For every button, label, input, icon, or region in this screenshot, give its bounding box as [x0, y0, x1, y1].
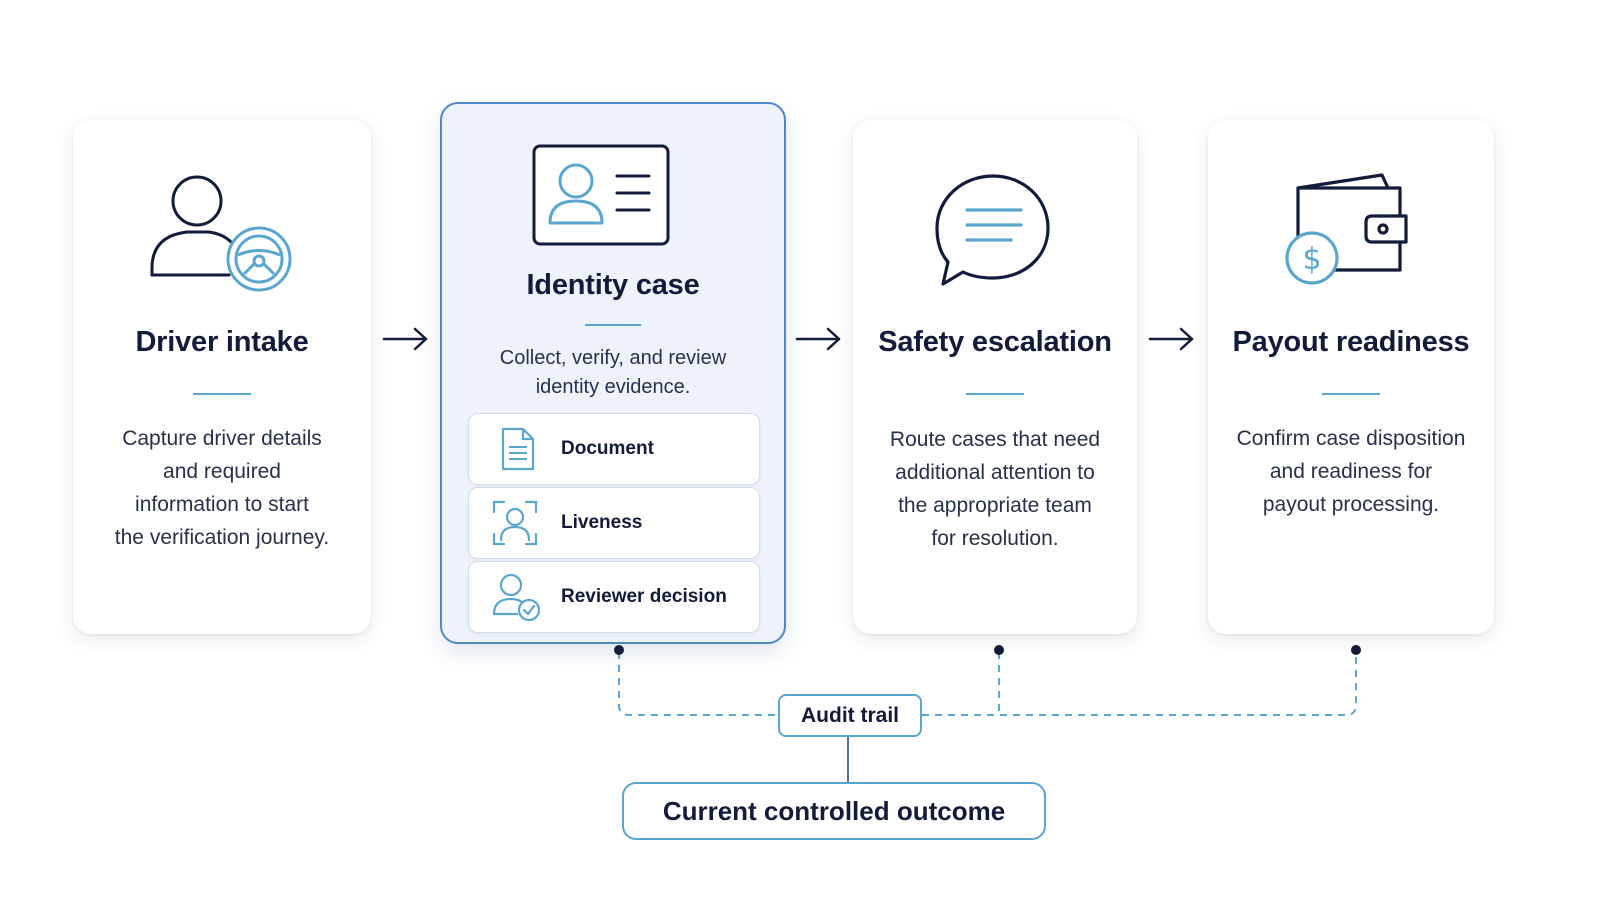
- id-card-icon: [532, 144, 670, 246]
- driver-steering-wheel-icon: [150, 175, 292, 292]
- flow-arrow-icon: [795, 327, 841, 351]
- title-divider: [1322, 393, 1380, 395]
- stage-title: Payout readiness: [1232, 326, 1470, 358]
- stage-title: Identity case: [526, 269, 700, 301]
- step-liveness[interactable]: Liveness: [468, 487, 760, 559]
- step-label: Reviewer decision: [561, 586, 727, 607]
- stage-title: Driver intake: [135, 326, 309, 358]
- step-label: Document: [561, 438, 654, 459]
- document-icon: [501, 427, 535, 471]
- svg-text:$: $: [1302, 242, 1321, 277]
- flow-arrow-icon: [382, 327, 428, 351]
- audit-trail-box[interactable]: Audit trail: [778, 694, 922, 737]
- user-check-icon: [492, 573, 541, 622]
- step-reviewer-decision[interactable]: Reviewer decision: [468, 561, 760, 633]
- stage-card-payout-readiness[interactable]: $ Payout readiness Confirm case disposit…: [1208, 120, 1494, 634]
- stage-card-identity-case[interactable]: Identity case Collect, verify, and revie…: [440, 102, 786, 644]
- current-controlled-outcome-box[interactable]: Current controlled outcome: [622, 782, 1046, 840]
- step-label: Liveness: [561, 512, 643, 533]
- stage-description: Route cases that need additional attenti…: [889, 428, 1101, 550]
- chat-bubble-icon: [935, 174, 1050, 286]
- stage-description: Collect, verify, and review identity evi…: [499, 347, 727, 398]
- stage-title: Safety escalation: [878, 326, 1112, 358]
- stage-description: Confirm case disposition and readiness f…: [1236, 427, 1466, 516]
- stage-description: Capture driver details and required info…: [114, 427, 330, 549]
- step-document[interactable]: Document: [468, 413, 760, 485]
- wallet-dollar-icon: $: [1285, 173, 1408, 285]
- flow-arrow-icon: [1148, 327, 1194, 351]
- stage-card-safety-escalation[interactable]: Safety escalation Route cases that need …: [853, 120, 1137, 634]
- stage-card-driver-intake[interactable]: Driver intake Capture driver details and…: [73, 120, 371, 634]
- title-divider: [193, 393, 251, 395]
- title-divider: [585, 324, 641, 326]
- title-divider: [966, 393, 1024, 395]
- face-scan-icon: [492, 500, 538, 546]
